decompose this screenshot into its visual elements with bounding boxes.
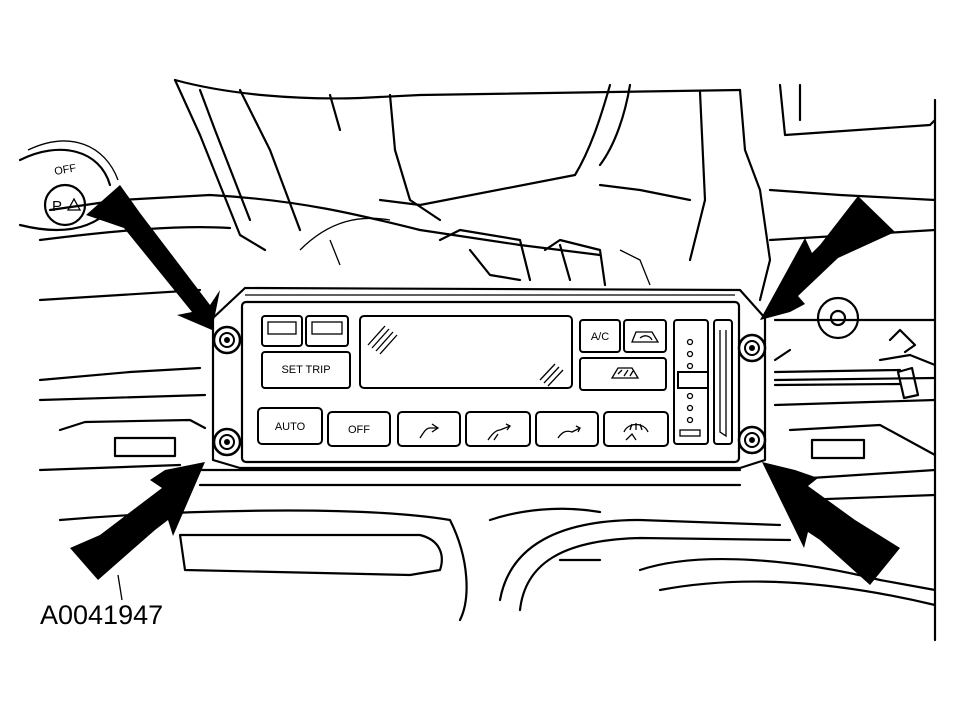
park-switch: OFF P [43,162,87,227]
set-trip-button[interactable] [261,351,351,389]
rear-defrost-button[interactable] [579,357,667,391]
fastener-top-left [212,325,242,355]
off-label: OFF [348,424,370,436]
recirculation-icon [631,331,660,343]
display-screen [359,315,573,389]
temperature-slider-track[interactable] [713,319,733,445]
set-trip-label: SET TRIP [281,364,330,376]
auto-button[interactable] [257,407,323,445]
park-switch-off-label: OFF [53,162,77,178]
fastener-top-right [737,333,767,363]
defrost-rear-icon [610,367,640,379]
off-button[interactable] [327,411,391,447]
fan-speed-dots [686,338,694,424]
park-triangle-icon [66,197,82,211]
fastener-bottom-right [737,425,767,455]
vent-floor-panel-icon [487,423,511,441]
floor-vent-button[interactable] [535,411,599,447]
callout-arrows [70,185,900,585]
arrow-bottom-right [762,462,900,585]
arrow-top-left [86,185,220,330]
dashboard-outline [18,78,937,642]
figure-id: A0041947 [40,600,164,630]
ac-label: A/C [591,331,609,343]
fastener-bottom-left [212,427,242,457]
trip-button-left[interactable] [261,315,303,347]
trip-button-right[interactable] [305,315,349,347]
vent-floor-icon [557,425,581,439]
park-switch-p-label: P [52,198,62,215]
panel-vent-button[interactable] [397,411,461,447]
auto-label: AUTO [275,421,306,433]
ac-button[interactable] [579,319,621,353]
fan-speed-slider-knob[interactable] [677,371,709,389]
arrow-top-right [760,196,895,320]
climate-control-panel: SET TRIP A/C AUTO OFF [211,286,767,470]
vent-panel-icon [419,423,440,439]
panel-floor-vent-button[interactable] [465,411,531,447]
defrost-front-icon [623,423,649,441]
fasteners [212,325,767,457]
arrow-bottom-left [70,462,205,580]
